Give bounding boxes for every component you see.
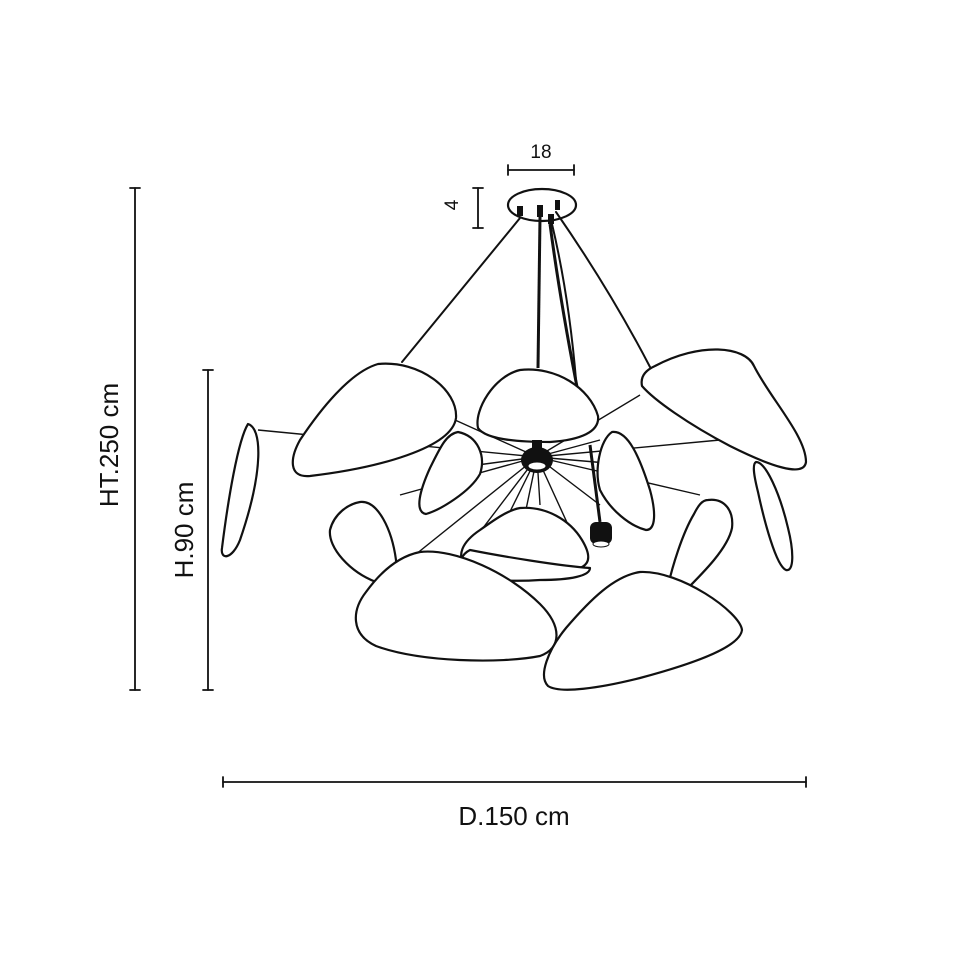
leaf-shades [220,348,808,691]
leaf-shade [220,422,260,558]
suspension-cables [401,211,651,523]
diameter-dimension: D.150 cm [222,776,807,831]
fixture-height-label: H.90 cm [169,482,199,579]
leaf-shade [418,430,484,516]
canopy-height-dimension: 4 [442,187,484,229]
lower-bulb-socket [590,522,612,548]
leaf-shade [543,570,744,691]
overall-height-label: HT.250 cm [94,383,124,507]
canopy-height-label: 4 [442,199,463,210]
diameter-label: D.150 cm [458,801,569,831]
leaf-shade [476,368,600,444]
leaf-shade [596,430,656,532]
canopy-width-dimension: 18 [507,142,575,176]
fixture-height-dimension: H.90 cm [169,369,214,691]
leaf-shade [354,550,558,662]
ceiling-canopy [506,187,578,224]
canopy-width-label: 18 [530,142,551,163]
leaf-shade [291,362,458,478]
leaf-shade [752,460,794,572]
overall-height-dimension: HT.250 cm [94,187,141,691]
central-hub [521,440,553,473]
leaf-shade [640,348,808,471]
